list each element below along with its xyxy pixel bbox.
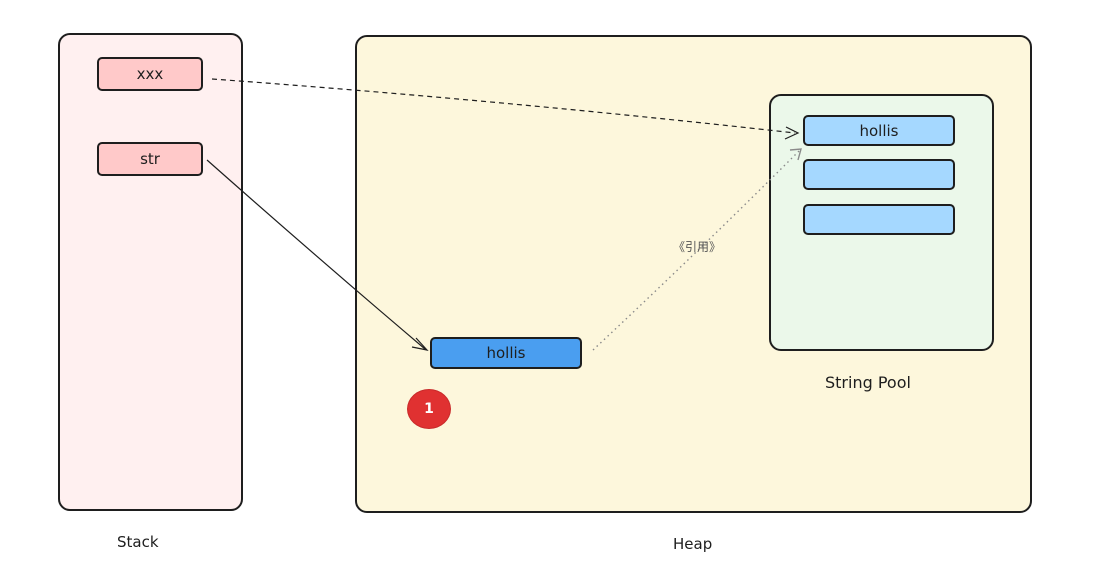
heap-object-hollis: hollis [430, 337, 582, 369]
pool-slot-empty [803, 159, 955, 190]
stack-label: Stack [117, 533, 159, 551]
step-badge: 1 [407, 389, 451, 429]
stack-variable-xxx: xxx [97, 57, 203, 91]
stack-region [58, 33, 243, 511]
stack-variable-str: str [97, 142, 203, 176]
string-pool-label: String Pool [825, 373, 911, 392]
pool-slot-hollis: hollis [803, 115, 955, 146]
heap-label: Heap [673, 535, 713, 553]
reference-label: 《引用》 [673, 240, 722, 254]
pool-slot-empty [803, 204, 955, 235]
